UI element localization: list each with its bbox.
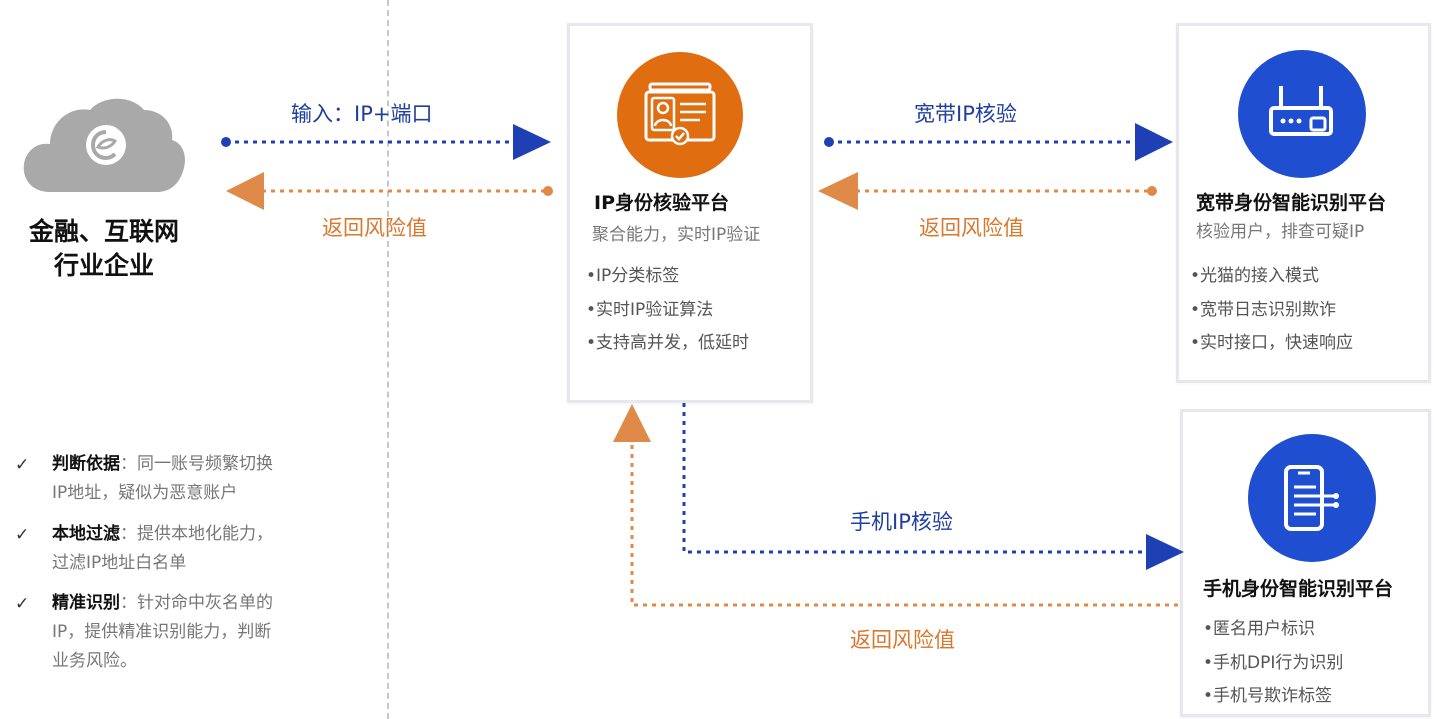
center-bullet: •IP分类标签 — [586, 266, 680, 286]
note-text: IP地址，疑似为恶意账户 — [52, 483, 238, 503]
cloud-icon — [23, 98, 185, 192]
check-icon: ✓ — [15, 525, 30, 545]
return-flow-label-3: 返回风险值 — [850, 628, 955, 652]
broadband-platform-subtitle: 核验用户，排查可疑IP — [1196, 222, 1365, 242]
center-platform-title: IP身份核验平台 — [594, 192, 729, 214]
note-text: ：针对命中灰名单的 — [120, 593, 273, 613]
mobile-arrow — [682, 403, 1184, 570]
center-platform-subtitle: 聚合能力，实时IP验证 — [592, 225, 761, 245]
broadband-arrow — [824, 123, 1173, 161]
mobile-bullet: •手机DPI行为识别 — [1203, 653, 1344, 673]
note-item: 本地过滤：提供本地化能力， 过滤IP地址白名单 — [52, 520, 273, 578]
return-flow-label-1: 返回风险值 — [322, 216, 427, 240]
input-flow-label: 输入：IP+端口 — [291, 102, 433, 126]
center-bullet: •实时IP验证算法 — [586, 300, 714, 320]
return-arrow-3 — [613, 404, 1178, 607]
mobile-bullet: •匿名用户标识 — [1203, 619, 1316, 639]
mobile-flow-label: 手机IP核验 — [850, 510, 953, 534]
mobile-bullet: •手机号欺诈标签 — [1203, 686, 1333, 706]
broadband-bullet: •光猫的接入模式 — [1190, 266, 1320, 286]
note-key: 判断依据 — [52, 454, 120, 474]
id-card-icon — [617, 52, 743, 178]
note-text: IP，提供精准识别能力，判断 — [52, 622, 272, 642]
note-text: 业务风险。 — [52, 651, 137, 671]
note-key: 本地过滤 — [52, 524, 120, 544]
return-arrow-1 — [226, 172, 553, 210]
enterprise-label-line2: 行业企业 — [53, 251, 154, 280]
input-arrow — [221, 124, 551, 160]
broadband-bullet: •实时接口，快速响应 — [1190, 333, 1354, 353]
return-flow-label-2: 返回风险值 — [919, 216, 1024, 240]
center-bullet: •支持高并发，低延时 — [586, 333, 750, 353]
note-text: ：同一账号频繁切换 — [120, 454, 273, 474]
note-key: 精准识别 — [52, 593, 120, 613]
check-icon: ✓ — [15, 455, 30, 475]
router-icon — [1238, 50, 1366, 178]
broadband-flow-label: 宽带IP核验 — [914, 102, 1017, 126]
return-arrow-2 — [818, 172, 1157, 210]
note-item: 精准识别：针对命中灰名单的 IP，提供精准识别能力，判断 业务风险。 — [52, 589, 273, 676]
enterprise-label-line1: 金融、互联网 — [28, 217, 179, 246]
section-divider — [387, 0, 389, 719]
broadband-platform-title: 宽带身份智能识别平台 — [1196, 192, 1387, 214]
note-text: ：提供本地化能力， — [120, 524, 273, 544]
broadband-bullet: •宽带日志识别欺诈 — [1190, 300, 1337, 320]
note-text: 过滤IP地址白名单 — [52, 553, 187, 573]
mobile-icon — [1248, 434, 1376, 562]
note-item: 判断依据：同一账号频繁切换 IP地址，疑似为恶意账户 — [52, 450, 273, 508]
check-icon: ✓ — [15, 594, 30, 614]
mobile-platform-title: 手机身份智能识别平台 — [1203, 578, 1394, 600]
